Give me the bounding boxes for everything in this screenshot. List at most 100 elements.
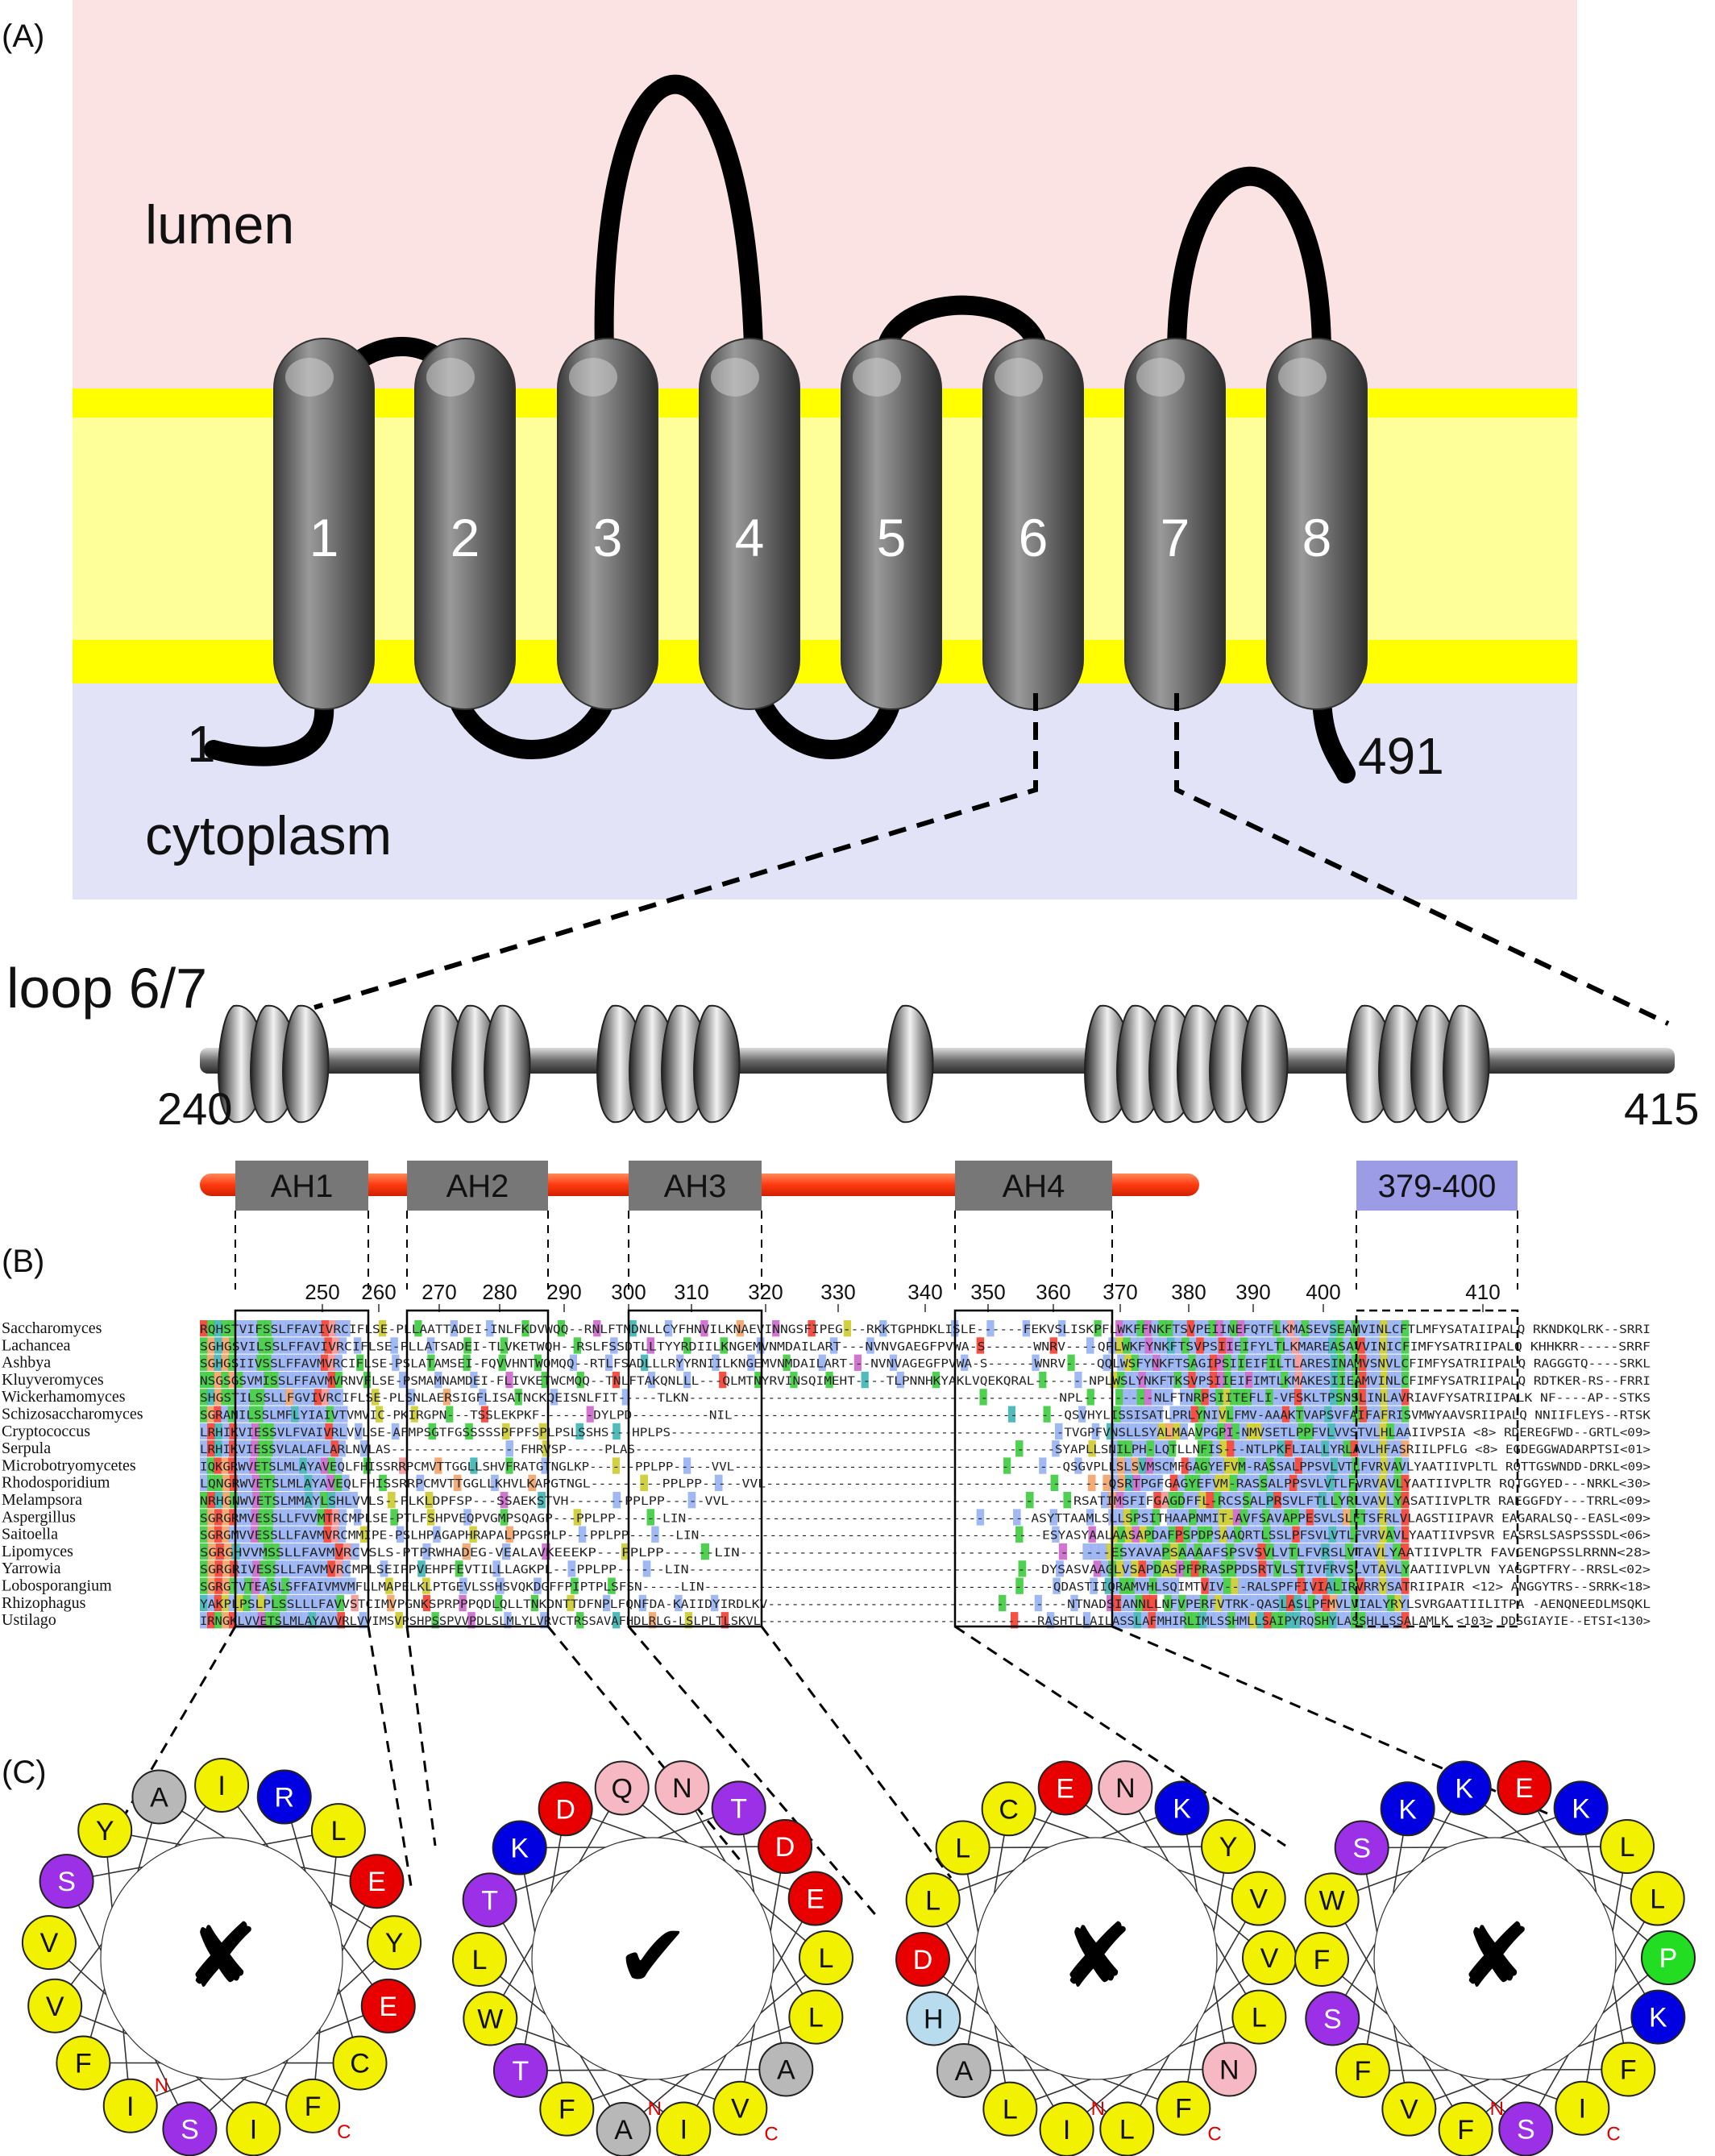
species-name: Microbotryomycetes	[2, 1456, 136, 1474]
residue-letter: T	[513, 2056, 529, 2087]
residue: A	[596, 2101, 651, 2156]
ruler-tick-label: 260	[361, 1280, 396, 1304]
residue: I	[102, 2078, 158, 2133]
sequence-text: LRHIKVIESSVLFVAIVRLVVLSE-AFMPSGTFGSSSSSP…	[200, 1427, 1651, 1439]
residue: V	[1241, 1930, 1297, 1986]
residue-letter: N	[1219, 2054, 1240, 2085]
segment-guides	[235, 1211, 1518, 1290]
residue: V	[21, 1915, 77, 1971]
ruler-tick-label: 320	[748, 1280, 783, 1304]
residue: R	[256, 1769, 312, 1825]
panel-label-a: (A)	[2, 19, 44, 54]
ruler-tick-label: 380	[1171, 1280, 1206, 1304]
residue-letter: K	[1455, 1773, 1473, 1804]
helix-number: 6	[1019, 508, 1049, 567]
species-name: Ashbya	[2, 1354, 51, 1372]
ruler-tick-label: 390	[1235, 1280, 1270, 1304]
residue: V	[1231, 1871, 1286, 1926]
sequence-text: IQKGRWVETSLMLAYAVEQLFHISSRRPCMVTTGGLLSHV…	[200, 1460, 1651, 1473]
species-name: Lachancea	[2, 1336, 71, 1354]
n-terminus-label: 1	[187, 715, 216, 773]
segment-label: AH1	[271, 1169, 334, 1204]
loop-title: loop 6/7	[6, 957, 207, 1020]
species-name: Lobosporangium	[2, 1577, 112, 1595]
wheel-core	[1373, 1837, 1617, 2080]
residue: A	[131, 1769, 187, 1825]
residue: L	[1099, 2101, 1155, 2156]
species-name: Lipomyces	[2, 1543, 73, 1560]
residue: L	[788, 1989, 844, 2045]
residue-letter: I	[1063, 2115, 1070, 2146]
residue-letter: S	[57, 1867, 76, 1897]
residue-letter: W	[477, 2004, 503, 2034]
sequence-text: SGRGRIVESSLLFAVMVRCMPLSEIPPVEHPFEVTILLLA…	[200, 1564, 1651, 1576]
residue: L	[905, 1872, 961, 1928]
n-terminus-mark: N	[155, 2075, 168, 2096]
c-terminus-label: 491	[1358, 727, 1444, 785]
helix-7: 7	[1124, 338, 1226, 710]
wheel-verdict-icon: ✔	[616, 1905, 690, 2008]
segment-ah1: AH1	[235, 1161, 368, 1211]
residue-letter: K	[1649, 2003, 1667, 2033]
wheel-core	[531, 1837, 774, 2080]
helix-5: 5	[841, 338, 942, 710]
segment-ah3: AH3	[629, 1161, 762, 1211]
ruler-tick-label: 330	[820, 1280, 855, 1304]
residue: F	[1438, 2101, 1493, 2156]
sequence-text: SHGSTILSSLLFGVIVRCIFLSE-PLSNLAERSIGFLISA…	[200, 1392, 1651, 1405]
residue: I	[656, 2101, 712, 2156]
species-name: Yarrowia	[2, 1560, 61, 1577]
residue: A	[758, 2042, 814, 2097]
residue-letter: I	[250, 2114, 257, 2145]
c-terminus-mark: C	[337, 2121, 351, 2143]
residue-letter: C	[999, 1794, 1019, 1825]
residue: I	[1039, 2101, 1094, 2156]
residue: V	[1381, 2081, 1437, 2137]
residue-letter: K	[1572, 1793, 1590, 1824]
residue-letter: V	[1249, 1884, 1268, 1915]
residue-letter: L	[1003, 2095, 1018, 2125]
helix-number: 7	[1161, 508, 1190, 567]
residue: E	[349, 1854, 405, 1909]
ruler-tick-label: 250	[305, 1280, 339, 1304]
residue-letter: V	[1260, 1943, 1279, 1974]
residue-letter: F	[1355, 2056, 1372, 2087]
helix-number: 3	[593, 508, 623, 567]
residue: L	[1231, 1989, 1287, 2045]
sequence-text: SGHGSIIVSSLFFAVMVRCIFLSE-PSLATAMSEI-FQVV…	[200, 1358, 1651, 1371]
residue: I	[194, 1758, 250, 1813]
species-name: Aspergillus	[2, 1508, 76, 1526]
wheel-core	[100, 1837, 343, 2080]
residue: C	[332, 2035, 388, 2091]
residue-letter: I	[680, 2115, 687, 2146]
residue: K	[1553, 1780, 1609, 1836]
panel-label-c: (C)	[2, 1755, 47, 1790]
residue: S	[1498, 2101, 1554, 2156]
residue: I	[1555, 2080, 1610, 2136]
residue-letter: S	[1323, 2004, 1342, 2034]
sequence-text: NRHGNWVETSLMMAYLSHLVVLS--PLKLDPFSP---SSA…	[200, 1495, 1651, 1508]
n-terminus-mark: N	[1091, 2098, 1105, 2120]
residue-letter: R	[274, 1783, 294, 1813]
residue: T	[492, 2042, 548, 2098]
ribbon-turn	[693, 1004, 741, 1124]
wheel-verdict-icon: ✘	[185, 1905, 259, 2008]
residue: T	[711, 1780, 766, 1836]
residue: K	[492, 1820, 547, 1876]
residue: P	[1640, 1930, 1696, 1986]
species-name: Schizosaccharomyces	[2, 1406, 143, 1423]
helical-ribbons	[218, 1004, 1490, 1124]
helix-4: 4	[699, 338, 800, 710]
